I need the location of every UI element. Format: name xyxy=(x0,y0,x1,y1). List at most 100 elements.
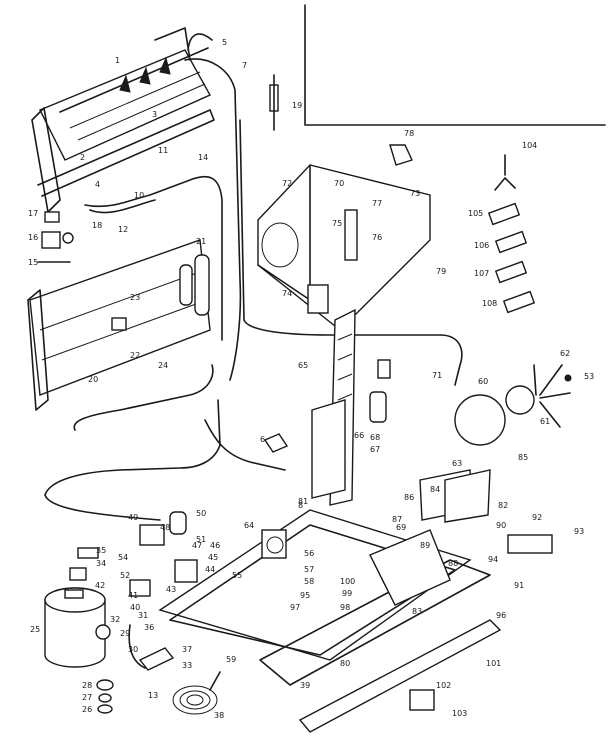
label-80: 80 xyxy=(340,659,350,668)
label-72: 72 xyxy=(282,179,292,188)
label-34: 34 xyxy=(96,559,106,568)
label-68: 68 xyxy=(370,433,380,442)
label-77: 77 xyxy=(372,199,382,208)
label-25: 25 xyxy=(30,625,40,634)
label-104: 104 xyxy=(522,141,537,150)
label-49: 49 xyxy=(128,513,138,522)
label-87: 87 xyxy=(392,515,402,524)
label-101: 101 xyxy=(486,659,501,668)
label-8: 8 xyxy=(298,501,303,510)
control-column xyxy=(311,308,391,506)
label-20: 20 xyxy=(88,375,98,384)
base-frame xyxy=(158,509,502,733)
evaporator-upper xyxy=(31,27,215,213)
label-18: 18 xyxy=(92,221,102,230)
left-small-parts xyxy=(37,74,289,453)
label-67: 67 xyxy=(370,445,380,454)
label-53: 53 xyxy=(584,372,594,381)
label-12: 12 xyxy=(118,225,128,234)
label-58: 58 xyxy=(304,577,314,586)
label-19: 19 xyxy=(292,101,302,110)
label-14: 14 xyxy=(198,153,208,162)
label-86: 86 xyxy=(404,493,414,502)
label-103: 103 xyxy=(452,709,467,718)
label-64: 64 xyxy=(244,521,254,530)
callout-labels: 1 2 3 4 5 6 7 8 10 11 12 13 14 15 16 17 … xyxy=(28,38,594,720)
label-17: 17 xyxy=(28,209,38,218)
label-91: 91 xyxy=(514,581,524,590)
label-28: 28 xyxy=(82,681,92,690)
label-27: 27 xyxy=(82,693,92,702)
label-89: 89 xyxy=(420,541,430,550)
label-106: 106 xyxy=(474,241,489,250)
label-47: 47 xyxy=(192,541,202,550)
label-35: 35 xyxy=(96,546,106,555)
label-62: 62 xyxy=(560,349,570,358)
label-13: 13 xyxy=(148,691,158,700)
label-33: 33 xyxy=(182,661,192,670)
label-65: 65 xyxy=(298,361,308,370)
label-52: 52 xyxy=(120,571,130,580)
label-59: 59 xyxy=(226,655,236,664)
label-83: 83 xyxy=(412,607,422,616)
label-43: 43 xyxy=(166,585,176,594)
label-76: 76 xyxy=(372,233,382,242)
label-99: 99 xyxy=(342,589,352,598)
label-96: 96 xyxy=(496,611,506,620)
label-73: 73 xyxy=(410,189,420,198)
label-75: 75 xyxy=(332,219,342,228)
label-95: 95 xyxy=(300,591,310,600)
label-6: 6 xyxy=(260,435,265,444)
label-38: 38 xyxy=(214,711,224,720)
label-5: 5 xyxy=(222,38,227,47)
label-107: 107 xyxy=(474,269,489,278)
tubing xyxy=(44,33,463,521)
label-85: 85 xyxy=(518,453,528,462)
label-48: 48 xyxy=(160,523,170,532)
label-50: 50 xyxy=(196,509,206,518)
label-54: 54 xyxy=(118,553,128,562)
label-66: 66 xyxy=(354,431,364,440)
label-3: 3 xyxy=(152,110,157,119)
label-61: 61 xyxy=(540,417,550,426)
label-4: 4 xyxy=(95,180,100,189)
fan-motor xyxy=(454,364,572,446)
label-88: 88 xyxy=(448,559,458,568)
label-69: 69 xyxy=(396,523,406,532)
label-94: 94 xyxy=(488,555,498,564)
label-60: 60 xyxy=(478,377,488,386)
label-41: 41 xyxy=(128,591,138,600)
label-7: 7 xyxy=(242,61,247,70)
label-10: 10 xyxy=(134,191,144,200)
label-82: 82 xyxy=(498,501,508,510)
label-30: 30 xyxy=(128,645,138,654)
label-84: 84 xyxy=(430,485,440,494)
label-22: 22 xyxy=(130,351,140,360)
label-105: 105 xyxy=(468,209,483,218)
drain-coil xyxy=(128,624,221,715)
label-31: 31 xyxy=(138,611,148,620)
label-57: 57 xyxy=(304,565,314,574)
label-39: 39 xyxy=(300,681,310,690)
label-37: 37 xyxy=(182,645,192,654)
label-55: 55 xyxy=(232,571,242,580)
label-63: 63 xyxy=(452,459,462,468)
label-90: 90 xyxy=(496,521,506,530)
label-93: 93 xyxy=(574,527,584,536)
label-44: 44 xyxy=(205,565,215,574)
label-46: 46 xyxy=(210,541,220,550)
label-108: 108 xyxy=(482,299,497,308)
label-74: 74 xyxy=(282,289,292,298)
label-36: 36 xyxy=(144,623,154,632)
label-32: 32 xyxy=(110,615,120,624)
label-51: 51 xyxy=(196,535,206,544)
label-97: 97 xyxy=(290,603,300,612)
label-15: 15 xyxy=(28,258,38,267)
label-1: 1 xyxy=(115,56,120,65)
label-71: 71 xyxy=(432,371,442,380)
inset-frame xyxy=(304,4,606,126)
label-102: 102 xyxy=(436,681,451,690)
control-parts xyxy=(69,469,553,711)
label-16: 16 xyxy=(28,233,38,242)
